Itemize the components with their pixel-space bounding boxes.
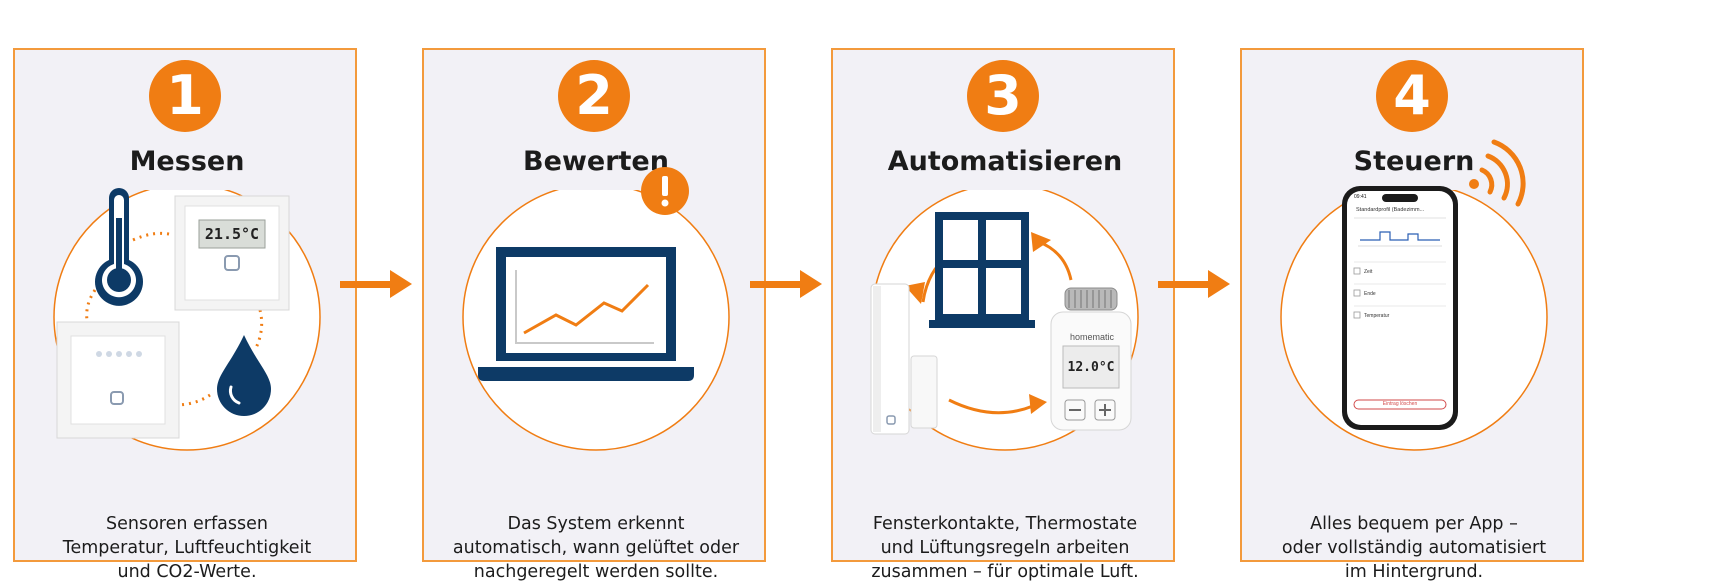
window-icon: [929, 208, 1035, 336]
phone-time: 09:41: [1354, 194, 1367, 200]
step-panel-3: 3 Automatisieren: [831, 48, 1175, 582]
step-title: Messen: [129, 146, 245, 177]
wireless-signal-icon: [1466, 136, 1530, 214]
step-title: Bewerten: [523, 146, 669, 177]
step-description: Fensterkontakte, Thermostate und Lüftung…: [871, 514, 1139, 582]
step-number-badge: 1: [149, 60, 221, 132]
phone-row-label[interactable]: Ende: [1364, 291, 1376, 297]
window-contact-device: [865, 282, 943, 442]
step-number-badge: 4: [1376, 60, 1448, 132]
thermostat-brand-label: homematic: [1069, 332, 1114, 342]
step-panel-1: 1 Messen 21.5°C: [13, 48, 357, 582]
step-description: Das System erkennt automatisch, wann gel…: [452, 514, 740, 582]
step-title: Steuern: [1353, 146, 1475, 177]
sensor-display-value: 21.5°C: [204, 225, 260, 243]
thermometer-icon: [89, 188, 149, 310]
phone-header[interactable]: Standardprofil (Badezimm...: [1356, 207, 1425, 213]
step-number-badge: 2: [558, 60, 630, 132]
phone-row-label[interactable]: Zeit: [1364, 269, 1373, 275]
alert-icon: [640, 166, 690, 220]
step-description: Alles bequem per App – oder vollständig …: [1281, 514, 1547, 582]
step-panel-4: 4 Steuern: [1240, 48, 1584, 582]
phone-delete-button[interactable]: Eintrag löschen: [1382, 401, 1418, 407]
step-number-badge: 3: [967, 60, 1039, 132]
flow-arrow-icon: [1156, 264, 1238, 304]
flow-arrow-icon: [338, 264, 420, 304]
humidity-drop-icon: [211, 333, 277, 421]
co2-sensor-device: [55, 320, 181, 444]
laptop-chart-icon: [476, 245, 696, 389]
thermostat-display-value: 12.0°C: [1067, 360, 1115, 375]
step-title: Automatisieren: [887, 146, 1123, 177]
radiator-thermostat-device: [1047, 286, 1135, 438]
temperature-sensor-device: [173, 194, 291, 316]
step-description: Sensoren erfassen Temperatur, Luftfeucht…: [62, 514, 312, 582]
smartphone-app-device: [1340, 184, 1460, 436]
step-panel-2: 2 Bewerten Das System erkennt automatisc…: [422, 48, 766, 582]
flow-arrow-icon: [748, 264, 830, 304]
phone-row-label[interactable]: Temperatur: [1364, 313, 1390, 319]
